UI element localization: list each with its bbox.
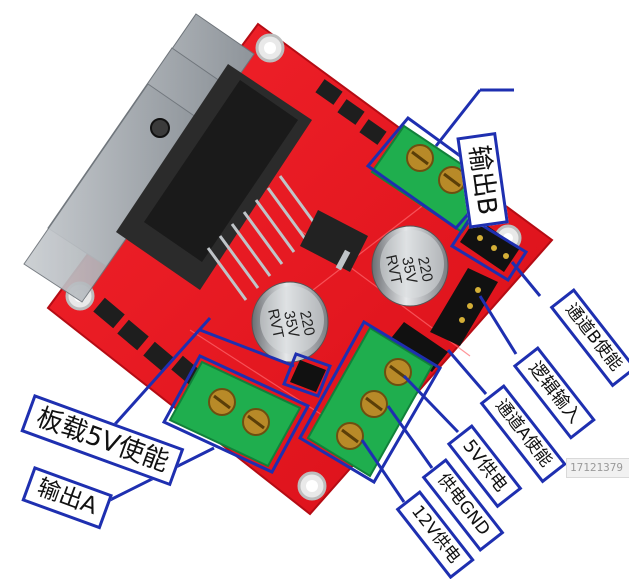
pin-header bbox=[430, 268, 498, 346]
capacitor-voltage: 35V bbox=[398, 255, 420, 285]
voltage-regulator bbox=[300, 210, 368, 272]
pin-header bbox=[460, 218, 520, 272]
electrolytic-capacitor: 220 35V RVT bbox=[251, 281, 329, 363]
mounting-hole bbox=[297, 471, 327, 501]
terminal-block-output-a bbox=[168, 360, 302, 468]
watermark-tag: 17121379 bbox=[566, 458, 629, 478]
capacitor-series: RVT bbox=[382, 253, 405, 286]
capacitor-value: 220 bbox=[414, 255, 436, 283]
pin-header bbox=[388, 322, 448, 372]
capacitor-voltage: 35V bbox=[280, 309, 302, 339]
driver-chip-pins bbox=[206, 175, 320, 301]
electrolytic-capacitor: 220 35V RVT bbox=[371, 225, 449, 307]
heatsink bbox=[23, 13, 312, 303]
mounting-hole bbox=[255, 33, 285, 63]
terminal-block-output-b bbox=[370, 124, 496, 234]
pin-header bbox=[290, 360, 326, 392]
capacitor-series: RVT bbox=[264, 307, 287, 340]
capacitor-value: 220 bbox=[296, 309, 318, 337]
